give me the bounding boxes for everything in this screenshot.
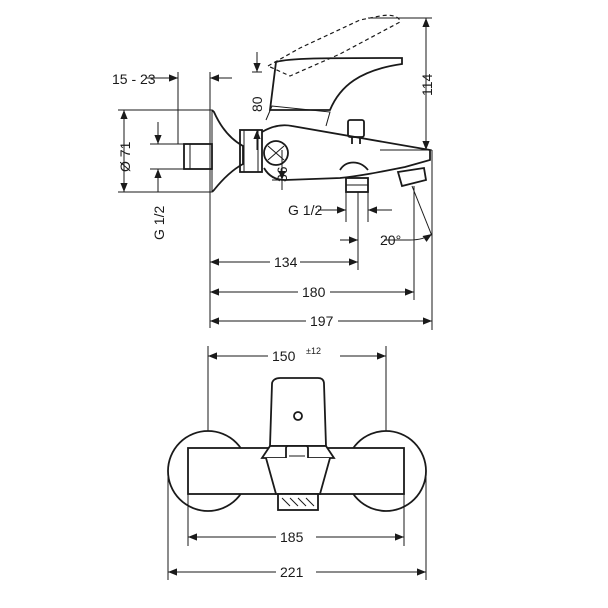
dim-height-80: 80 <box>249 96 265 112</box>
wall-rosette <box>211 109 244 193</box>
dim-length-134: 134 <box>274 254 298 270</box>
dim-length-180: 180 <box>302 284 326 300</box>
mixer-body <box>261 124 431 181</box>
dim-centers-tolerance: ±12 <box>306 346 321 356</box>
dim-height-114: 114 <box>419 73 435 96</box>
lever-handle <box>268 57 403 111</box>
dim-thread-left: G 1/2 <box>151 206 167 240</box>
front-view: 150 ±12 185 221 <box>167 346 427 580</box>
front-spout <box>265 457 331 495</box>
side-view: 15 - 23 80 114 Ø 71 G 1/2 36 G 1/2 20° <box>112 14 435 330</box>
dim-thread-bottom: G 1/2 <box>288 202 322 218</box>
union-nut <box>239 129 263 173</box>
diverter-knob <box>347 119 365 138</box>
wall-connection-stub <box>183 143 213 170</box>
dim-height-36: 36 <box>274 166 290 182</box>
dim-wall-offset: 15 - 23 <box>112 71 156 87</box>
dim-centers: 150 <box>272 348 296 364</box>
lever-open-position <box>266 14 401 77</box>
dim-diameter: Ø 71 <box>117 141 133 172</box>
dim-angle: 20° <box>380 232 401 248</box>
spout-outlet <box>396 166 428 188</box>
dim-width-221: 221 <box>280 564 304 580</box>
dim-width-185: 185 <box>280 529 304 545</box>
dim-length-197: 197 <box>310 313 334 329</box>
